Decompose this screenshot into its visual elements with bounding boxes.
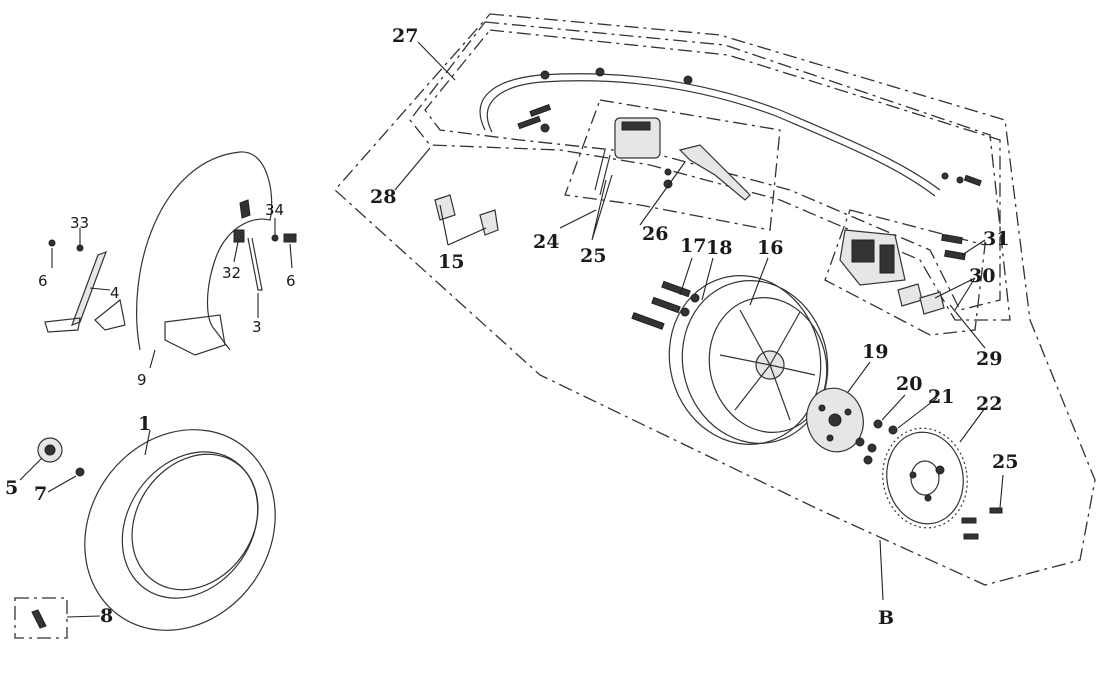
mudguard-stay-left — [70, 250, 108, 327]
brake-hose — [479, 73, 941, 191]
brake-lever — [678, 144, 751, 201]
disc-bolts — [961, 507, 1003, 540]
mudguard-lower-bracket — [164, 314, 226, 356]
bracket-top — [239, 199, 251, 219]
hose-banjo-bolts-right — [941, 172, 982, 187]
callout-17: 17 — [680, 235, 706, 257]
valve-box-boundary — [14, 597, 68, 639]
group-b-boundary — [334, 13, 1096, 586]
spacer-7 — [75, 467, 85, 477]
master-cylinder-boundary — [564, 99, 781, 231]
hose-group-inner-boundary — [424, 29, 1001, 311]
mudguard-left-bracket — [94, 298, 126, 331]
callout-7: 7 — [34, 483, 47, 505]
bolt-6-left — [48, 239, 56, 247]
brake-hub — [806, 387, 864, 453]
callout-19: 19 — [862, 341, 888, 363]
callout-31: 31 — [983, 228, 1009, 250]
washer-34 — [271, 234, 279, 242]
callout-27: 27 — [392, 25, 418, 47]
front-tyre — [84, 429, 276, 631]
caliper-mount-bolts — [941, 233, 966, 261]
mudguard-stay-right — [247, 237, 263, 291]
washer-33 — [76, 244, 84, 252]
callout-6-left: 6 — [38, 272, 48, 290]
callout-1: 1 — [138, 413, 151, 435]
stay-left-foot — [44, 317, 81, 333]
callout-21: 21 — [928, 386, 954, 408]
wheel-bearing — [37, 437, 63, 463]
brake-caliper — [839, 229, 906, 286]
hose-banjo-bolts-left — [517, 104, 552, 133]
clip-32 — [233, 229, 245, 243]
front-mudguard — [136, 151, 273, 351]
hose-clip-2 — [595, 67, 605, 77]
caliper-group-boundary — [824, 209, 986, 336]
callout-33: 33 — [70, 214, 89, 232]
hub-nuts — [855, 419, 898, 465]
callout-20: 20 — [896, 373, 922, 395]
callout-4: 4 — [110, 284, 120, 302]
hose-clip-3 — [683, 75, 693, 85]
callout-32: 32 — [222, 264, 241, 282]
callout-6-right: 6 — [286, 272, 296, 290]
callout-22: 22 — [976, 393, 1002, 415]
wheel-rim — [668, 275, 829, 445]
callout-b: B — [878, 607, 894, 629]
callout-5: 5 — [5, 477, 18, 499]
brake-disc — [882, 427, 968, 529]
tyre-valve — [31, 609, 47, 629]
callout-34: 34 — [265, 201, 284, 219]
callout-26: 26 — [642, 223, 668, 245]
hose-clip-1 — [540, 70, 550, 80]
callout-8: 8 — [100, 605, 113, 627]
caliper-pads — [897, 283, 945, 315]
callout-25-top: 25 — [580, 245, 606, 267]
callout-3: 3 — [252, 318, 262, 336]
callout-9: 9 — [137, 371, 147, 389]
callout-24: 24 — [533, 231, 559, 253]
bolt-6-right — [283, 233, 297, 243]
leader-lines — [19, 41, 1004, 618]
callout-18: 18 — [706, 237, 732, 259]
callout-16: 16 — [757, 237, 783, 259]
master-cylinder — [594, 117, 673, 196]
callout-15: 15 — [438, 251, 464, 273]
brake-hose-outline — [486, 80, 936, 197]
callout-30: 30 — [969, 265, 995, 287]
callout-28: 28 — [370, 186, 396, 208]
callout-29: 29 — [976, 348, 1002, 370]
callout-25-bottom: 25 — [992, 451, 1018, 473]
